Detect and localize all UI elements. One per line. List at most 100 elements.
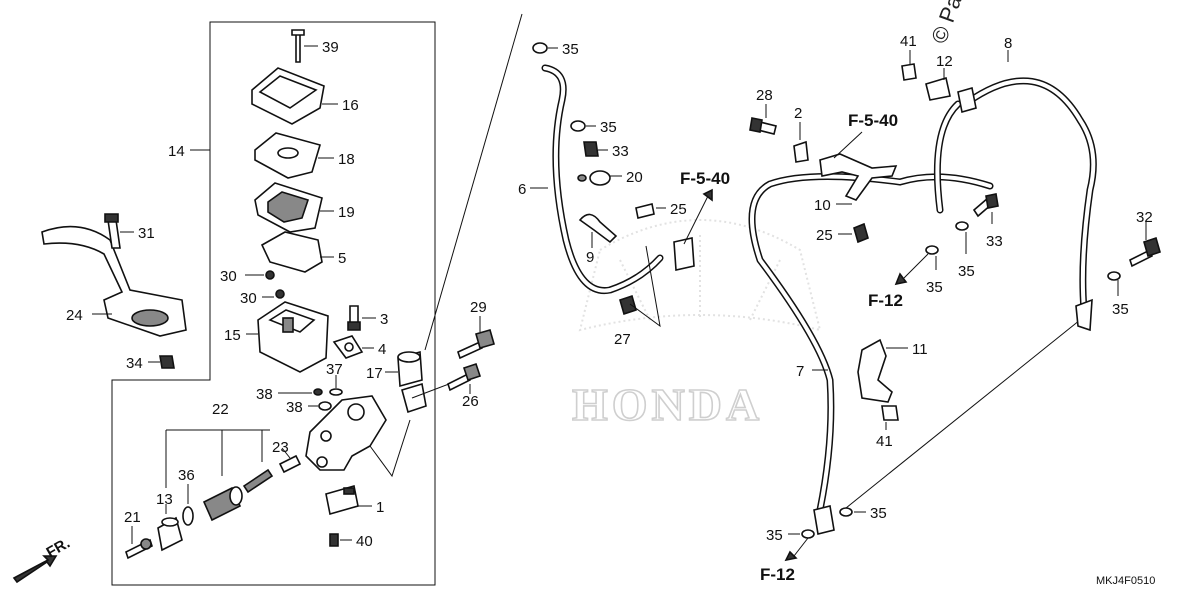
assembly-group-box	[111, 21, 436, 586]
diagram-code: MKJ4F0510	[1096, 575, 1155, 587]
screw-40	[329, 533, 339, 547]
bolt-25a	[635, 203, 655, 219]
brake-hose-8	[933, 77, 1097, 332]
callout-11: 11	[912, 341, 928, 358]
callout-13: 13	[156, 491, 173, 508]
bleeder-3	[347, 305, 361, 331]
callout-14: 14	[168, 143, 185, 160]
spring-23	[242, 454, 302, 494]
bolt-25b	[853, 222, 869, 244]
callout-9: 9	[586, 249, 594, 266]
piston-cup	[202, 486, 243, 522]
bolt-29	[457, 329, 495, 360]
callout-34: 34	[126, 355, 143, 372]
callout-2: 2	[794, 105, 802, 122]
callout-16: 16	[342, 97, 359, 114]
callout-10: 10	[814, 197, 831, 214]
holder-17	[397, 350, 427, 414]
callout-37: 37	[326, 361, 343, 378]
clamp-9	[578, 213, 618, 244]
callout-35b: 35	[600, 119, 617, 136]
brake-switch-1	[325, 484, 359, 516]
hose-group-leader	[424, 13, 523, 351]
bolt-26	[447, 362, 482, 392]
clamp-4	[332, 335, 364, 359]
ref-f12-a: F-12	[868, 291, 903, 310]
callout-41a: 41	[900, 33, 917, 50]
callout-21: 21	[124, 509, 141, 526]
callout-17: 17	[366, 365, 383, 382]
callout-26: 26	[462, 393, 479, 410]
washer-35b	[570, 120, 586, 132]
callout-35g: 35	[870, 505, 887, 522]
callout-38b: 38	[286, 399, 303, 416]
nut-41a	[901, 63, 917, 81]
nut-34	[159, 355, 175, 369]
callout-15: 15	[224, 327, 241, 344]
bracket-2	[793, 140, 809, 163]
washer-35g	[839, 507, 853, 517]
bracket-22	[165, 429, 270, 488]
reservoir-cap-16	[251, 67, 325, 125]
callout-36: 36	[178, 467, 195, 484]
pushrod-21	[125, 538, 153, 560]
callout-22: 22	[212, 401, 229, 418]
diaphragm-19	[254, 182, 323, 233]
callout-38a: 38	[256, 386, 273, 403]
callout-30b: 30	[240, 290, 257, 307]
reservoir-15	[257, 301, 329, 373]
clamp-10	[819, 153, 898, 201]
brake-hose-7	[748, 173, 994, 535]
callout-12: 12	[936, 53, 953, 70]
screw-39	[291, 29, 305, 63]
screw-30a	[265, 270, 275, 280]
callout-32: 32	[1136, 209, 1153, 226]
washer-35d	[925, 245, 939, 255]
bolt-33a	[583, 141, 599, 157]
ref-f540-a: F-5-40	[680, 169, 730, 188]
callout-24: 24	[66, 307, 83, 324]
callout-35c: 35	[958, 263, 975, 280]
callout-33a: 33	[612, 143, 629, 160]
screw-30b	[275, 289, 285, 299]
bolt-32	[1129, 236, 1161, 268]
callout-35a: 35	[562, 41, 579, 58]
nut-41b	[881, 405, 899, 421]
watermark-text: HONDA	[572, 379, 763, 430]
grommet-20	[577, 170, 611, 186]
washer-35c	[955, 221, 969, 231]
clamp-12	[925, 76, 951, 101]
callout-25b: 25	[816, 227, 833, 244]
front-arrow	[12, 555, 58, 584]
callout-35e: 35	[1112, 301, 1129, 318]
oring-38a	[313, 388, 323, 396]
callout-23: 23	[272, 439, 289, 456]
callout-8: 8	[1004, 35, 1012, 52]
callout-18: 18	[338, 151, 355, 168]
callout-33b: 33	[986, 233, 1003, 250]
callout-7: 7	[796, 363, 804, 380]
ref-f540-b: F-5-40	[848, 111, 898, 130]
brake-lever-24	[41, 225, 187, 337]
callout-29: 29	[470, 299, 487, 316]
ref-f12-b: F-12	[760, 565, 795, 584]
callout-25a: 25	[670, 201, 687, 218]
callout-28: 28	[756, 87, 773, 104]
washer-36	[182, 506, 194, 526]
copyright-text: © Pa	[926, 0, 967, 47]
callout-41b: 41	[876, 433, 893, 450]
callout-27: 27	[614, 331, 631, 348]
bolt-28	[749, 117, 777, 135]
plate-5	[260, 231, 323, 273]
callout-1: 1	[376, 499, 384, 516]
callout-35d: 35	[926, 279, 943, 296]
callout-5: 5	[338, 250, 346, 267]
callout-39: 39	[322, 39, 339, 56]
washer-35a	[532, 42, 548, 54]
oring-38b	[318, 401, 332, 411]
callout-4: 4	[378, 341, 386, 358]
callout-6: 6	[518, 181, 526, 198]
bracket-11	[857, 338, 893, 403]
pivot-bolt-31	[104, 213, 121, 249]
